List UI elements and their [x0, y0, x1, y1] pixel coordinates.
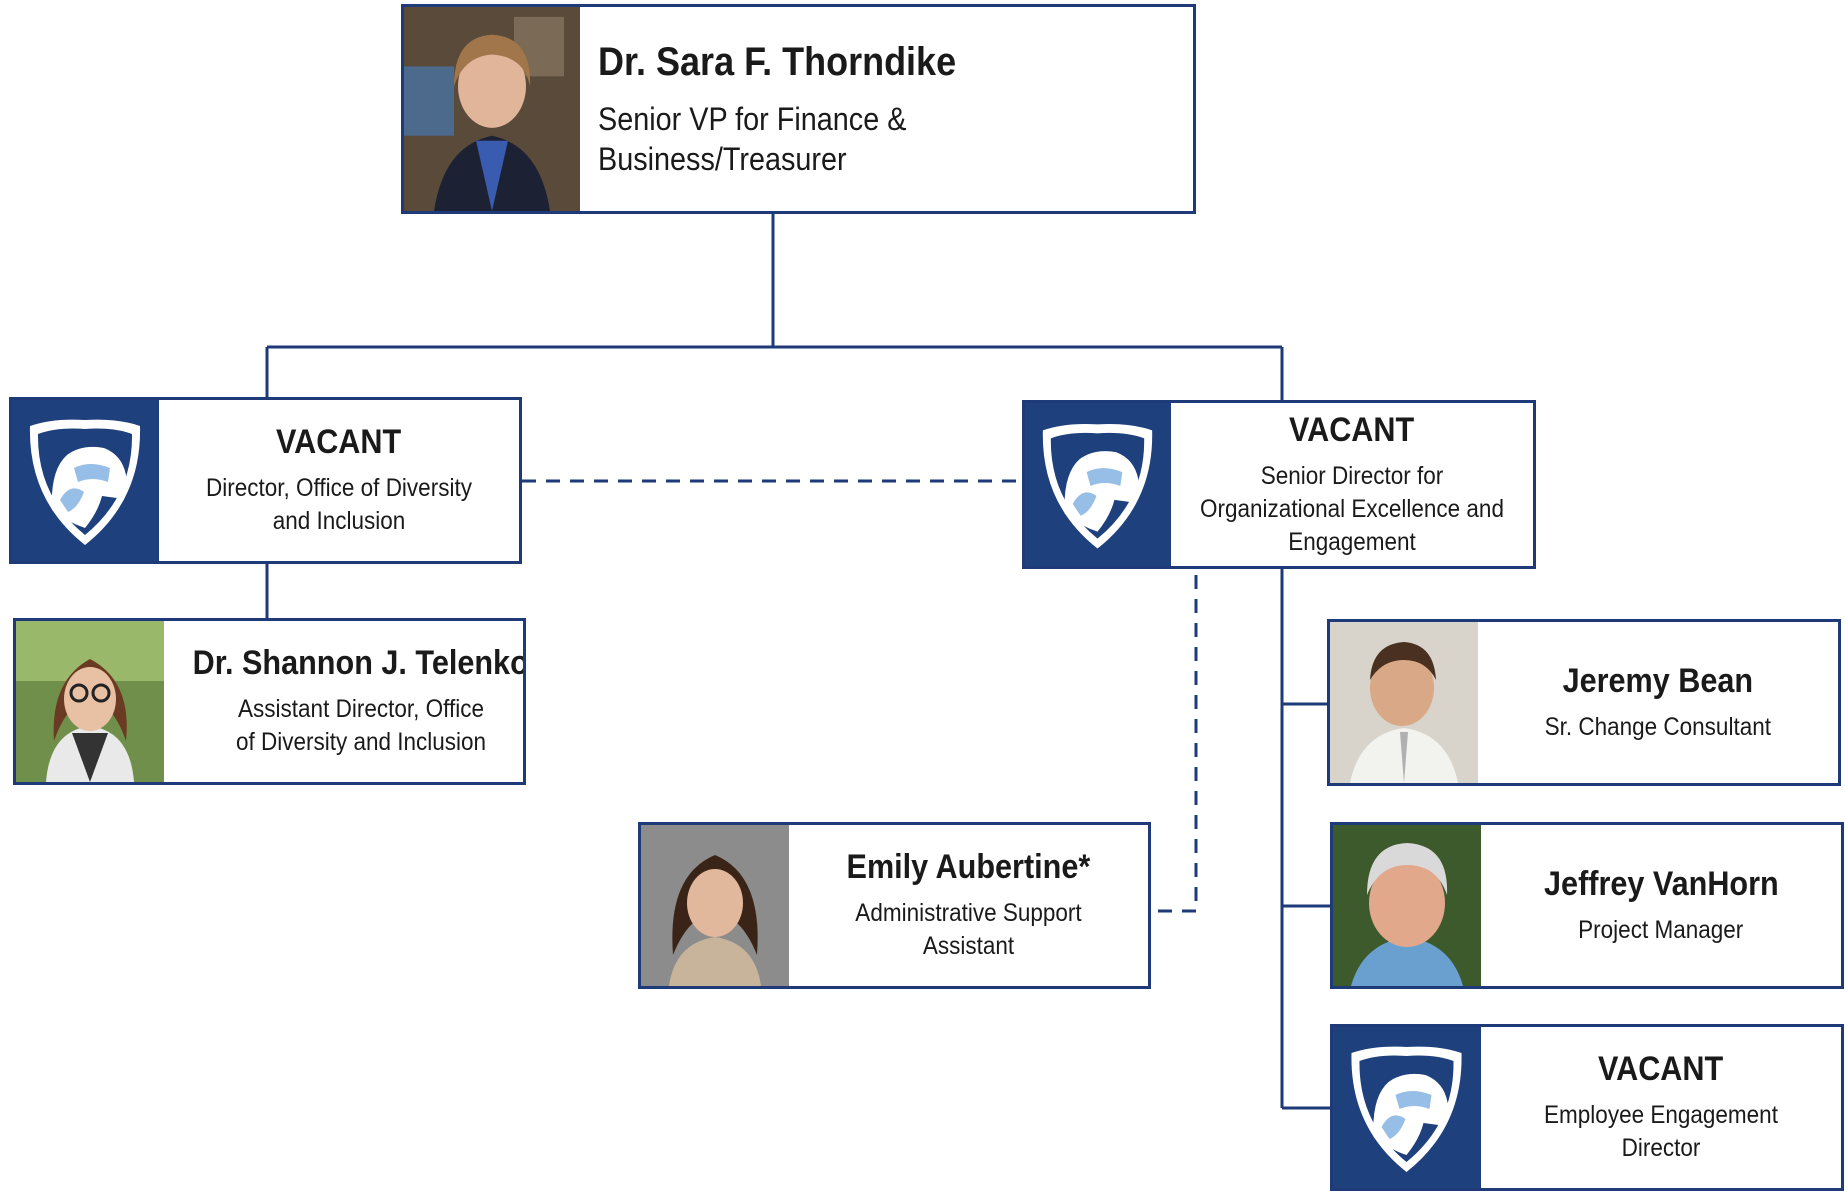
card-text: Jeffrey VanHorn Project Manager: [1481, 825, 1841, 986]
card-text: VACANT Director, Office of Diversity and…: [159, 400, 519, 561]
person-name: Dr. Shannon J. Telenko: [192, 644, 526, 682]
card-text: Emily Aubertine* Administrative Support …: [789, 825, 1148, 986]
person-name: Emily Aubertine*: [846, 848, 1091, 886]
person-name: VACANT: [1598, 1050, 1724, 1088]
person-name: VACANT: [276, 423, 402, 461]
card-text: Jeremy Bean Sr. Change Consultant: [1478, 622, 1838, 783]
org-card-change-consultant: Jeremy Bean Sr. Change Consultant: [1327, 619, 1841, 786]
person-name: Jeffrey VanHorn: [1543, 864, 1779, 903]
connector-oee-to-staff: [1280, 567, 1332, 1110]
person-name: Dr. Sara F. Thorndike: [598, 39, 957, 84]
person-name: VACANT: [1289, 410, 1415, 449]
job-title: Director, Office of Diversity and Inclus…: [206, 474, 472, 535]
person-name: Jeremy Bean: [1562, 661, 1754, 700]
job-title: Project Manager: [1578, 915, 1744, 944]
portrait-photo: [641, 825, 789, 986]
org-card-odi-director: VACANT Director, Office of Diversity and…: [9, 397, 522, 564]
nittany-lion-shield-icon: [12, 400, 159, 561]
portrait-photo: [404, 7, 580, 211]
nittany-lion-shield-icon: [1025, 403, 1171, 566]
org-card-engagement-director: VACANT Employee Engagement Director: [1330, 1024, 1844, 1191]
dashed-link-to-admin-support: [1150, 575, 1198, 913]
job-title: Administrative Support Assistant: [855, 899, 1082, 960]
org-card-admin-support: Emily Aubertine* Administrative Support …: [638, 822, 1151, 989]
org-card-odi-assistant: Dr. Shannon J. Telenko Assistant Directo…: [13, 618, 526, 785]
card-text: VACANT Senior Director for Organizationa…: [1171, 403, 1533, 566]
connector-top-to-directors: [265, 212, 1284, 401]
portrait-photo: [1330, 622, 1478, 783]
job-title: Senior Director for Organizational Excel…: [1200, 461, 1504, 556]
org-card-oee-director: VACANT Senior Director for Organizationa…: [1022, 400, 1536, 569]
card-text: Dr. Shannon J. Telenko Assistant Directo…: [164, 621, 526, 782]
card-text: Dr. Sara F. Thorndike Senior VP for Fina…: [580, 7, 1193, 211]
card-text: VACANT Employee Engagement Director: [1481, 1027, 1841, 1188]
org-card-project-manager: Jeffrey VanHorn Project Manager: [1330, 822, 1844, 989]
portrait-photo: [1333, 825, 1481, 986]
org-card-top: Dr. Sara F. Thorndike Senior VP for Fina…: [401, 4, 1196, 214]
job-title: Employee Engagement Director: [1544, 1101, 1778, 1162]
job-title: Senior VP for Finance & Business/Treasur…: [598, 100, 907, 177]
job-title: Sr. Change Consultant: [1544, 712, 1772, 741]
nittany-lion-shield-icon: [1333, 1027, 1481, 1188]
job-title: Assistant Director, Office of Diversity …: [235, 695, 486, 756]
portrait-photo: [16, 621, 164, 782]
